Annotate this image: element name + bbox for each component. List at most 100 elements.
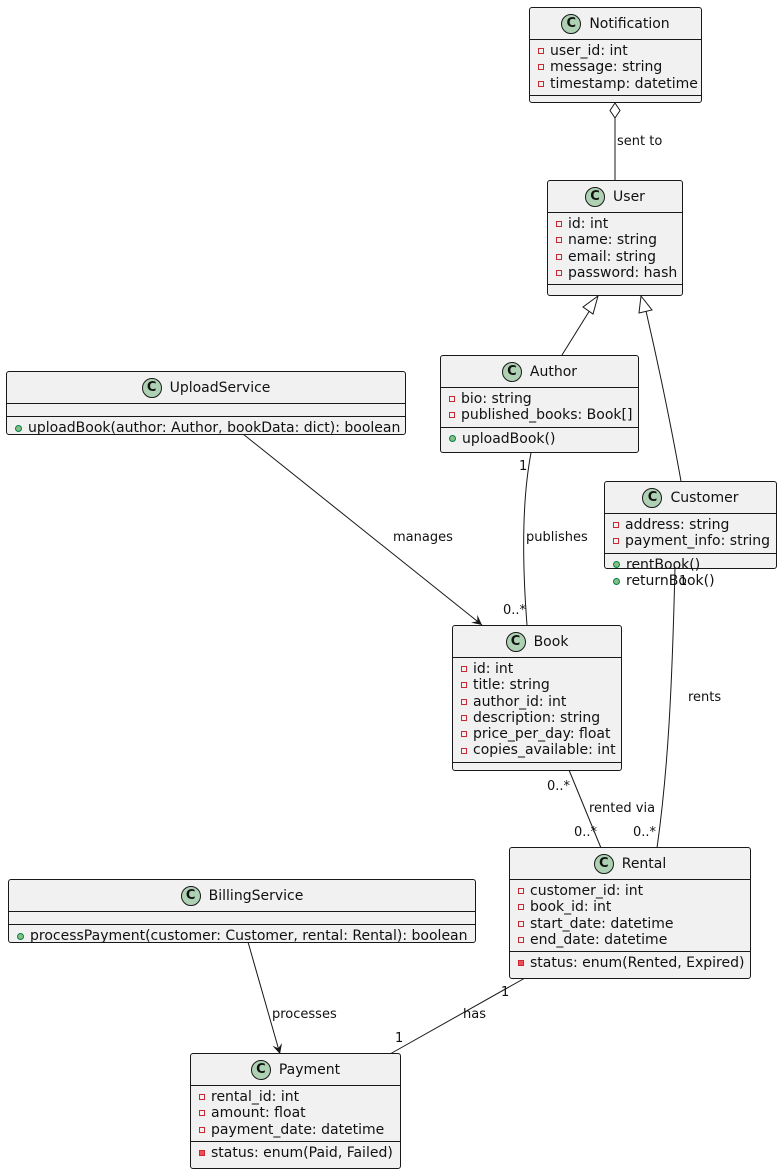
method-row: status: enum(Rented, Expired) (510, 955, 750, 971)
label-manages: manages (393, 530, 453, 545)
field-row: published_books: Book[] (441, 407, 638, 423)
class-icon: C (642, 487, 663, 508)
private-method-icon (518, 960, 524, 967)
class-icon: C (561, 13, 582, 34)
class-icon: C (250, 1059, 271, 1080)
edge-customer-user (645, 310, 682, 482)
field-row-section (9, 912, 475, 925)
private-visibility-icon (538, 48, 544, 55)
field-row-text: name: string (568, 232, 658, 249)
label-rents: rents (688, 690, 722, 705)
class-name: User (613, 188, 645, 205)
method-row: returnBook() (605, 573, 776, 589)
private-visibility-icon (556, 253, 562, 260)
private-visibility-icon (199, 1126, 205, 1133)
method-row-text: status: enum(Paid, Failed) (211, 1144, 393, 1161)
field-row-text: id: int (568, 216, 609, 232)
method-row-text: uploadBook() (462, 430, 556, 447)
field-row: id: int (548, 216, 682, 232)
method-row-text: status: enum(Rented, Expired) (530, 955, 745, 972)
mult-rental-customer: 0..* (633, 825, 657, 840)
field-row-text: published_books: Book[] (461, 407, 633, 424)
private-visibility-icon (518, 937, 524, 944)
field-row: payment_date: datetime (191, 1122, 400, 1138)
mult-rental-1: 1 (501, 985, 510, 1000)
field-row-text: price_per_day: float (473, 726, 611, 743)
field-row-text: title: string (473, 677, 550, 694)
class-header: C Payment (191, 1054, 400, 1086)
method-row: processPayment(customer: Customer, renta… (9, 928, 475, 944)
class-name: UploadService (169, 379, 271, 396)
class-name: Author (529, 363, 578, 380)
field-row-text: author_id: int (473, 693, 567, 710)
mult-book-rental: 0..* (547, 779, 571, 794)
field-row-text: bio: string (461, 391, 532, 407)
mult-customer-1: 1 (679, 574, 688, 589)
field-row: payment_info: string (605, 533, 776, 549)
mult-book-author: 0..* (503, 603, 527, 618)
field-row: copies_available: int (453, 742, 621, 758)
private-visibility-icon (461, 715, 467, 722)
method-row-section: status: enum(Paid, Failed) (191, 1142, 400, 1164)
class-header: C Customer (605, 482, 776, 514)
edge-rented-via (568, 769, 602, 849)
private-visibility-icon (538, 64, 544, 71)
method-row-text: processPayment(customer: Customer, renta… (30, 928, 468, 944)
edge-rents (656, 567, 676, 849)
method-row-section: rentBook()returnBook() (605, 554, 776, 593)
private-visibility-icon (518, 920, 524, 927)
field-row-text: customer_id: int (530, 883, 644, 899)
public-visibility-icon (613, 561, 620, 569)
field-row-text: payment_info: string (625, 533, 770, 550)
field-row: name: string (548, 232, 682, 248)
class-name: Rental (621, 855, 667, 872)
field-row: user_id: int (530, 43, 701, 59)
class-header: C User (548, 181, 682, 213)
field-row-text: amount: float (211, 1105, 306, 1122)
field-row-text: id: int (473, 661, 514, 677)
class-name: Notification (589, 15, 670, 32)
field-row: address: string (605, 517, 776, 533)
field-row-section (7, 404, 405, 417)
private-visibility-icon (613, 522, 619, 529)
field-row-text: copies_available: int (473, 742, 616, 759)
private-visibility-icon (199, 1094, 205, 1101)
class-name: Payment (278, 1061, 341, 1078)
field-row-text: start_date: datetime (530, 915, 674, 932)
public-visibility-icon (449, 435, 456, 443)
field-row: email: string (548, 249, 682, 265)
method-row-section: status: enum(Rented, Expired) (510, 952, 750, 974)
private-visibility-icon (449, 412, 455, 419)
class-name: BillingService (208, 887, 304, 904)
private-method-icon (199, 1150, 205, 1157)
field-row-text: book_id: int (530, 899, 612, 916)
class-name: Book (533, 633, 569, 650)
field-row: description: string (453, 710, 621, 726)
method-row: uploadBook() (441, 431, 638, 447)
class-icon: C (585, 186, 606, 207)
method-row-text: rentBook() (626, 556, 701, 573)
field-row-text: message: string (550, 59, 663, 76)
aggregation-diamond (609, 102, 621, 119)
edge-author-user (561, 309, 591, 356)
private-visibility-icon (199, 1110, 205, 1117)
field-row: price_per_day: float (453, 726, 621, 742)
class-name: Customer (670, 489, 739, 506)
